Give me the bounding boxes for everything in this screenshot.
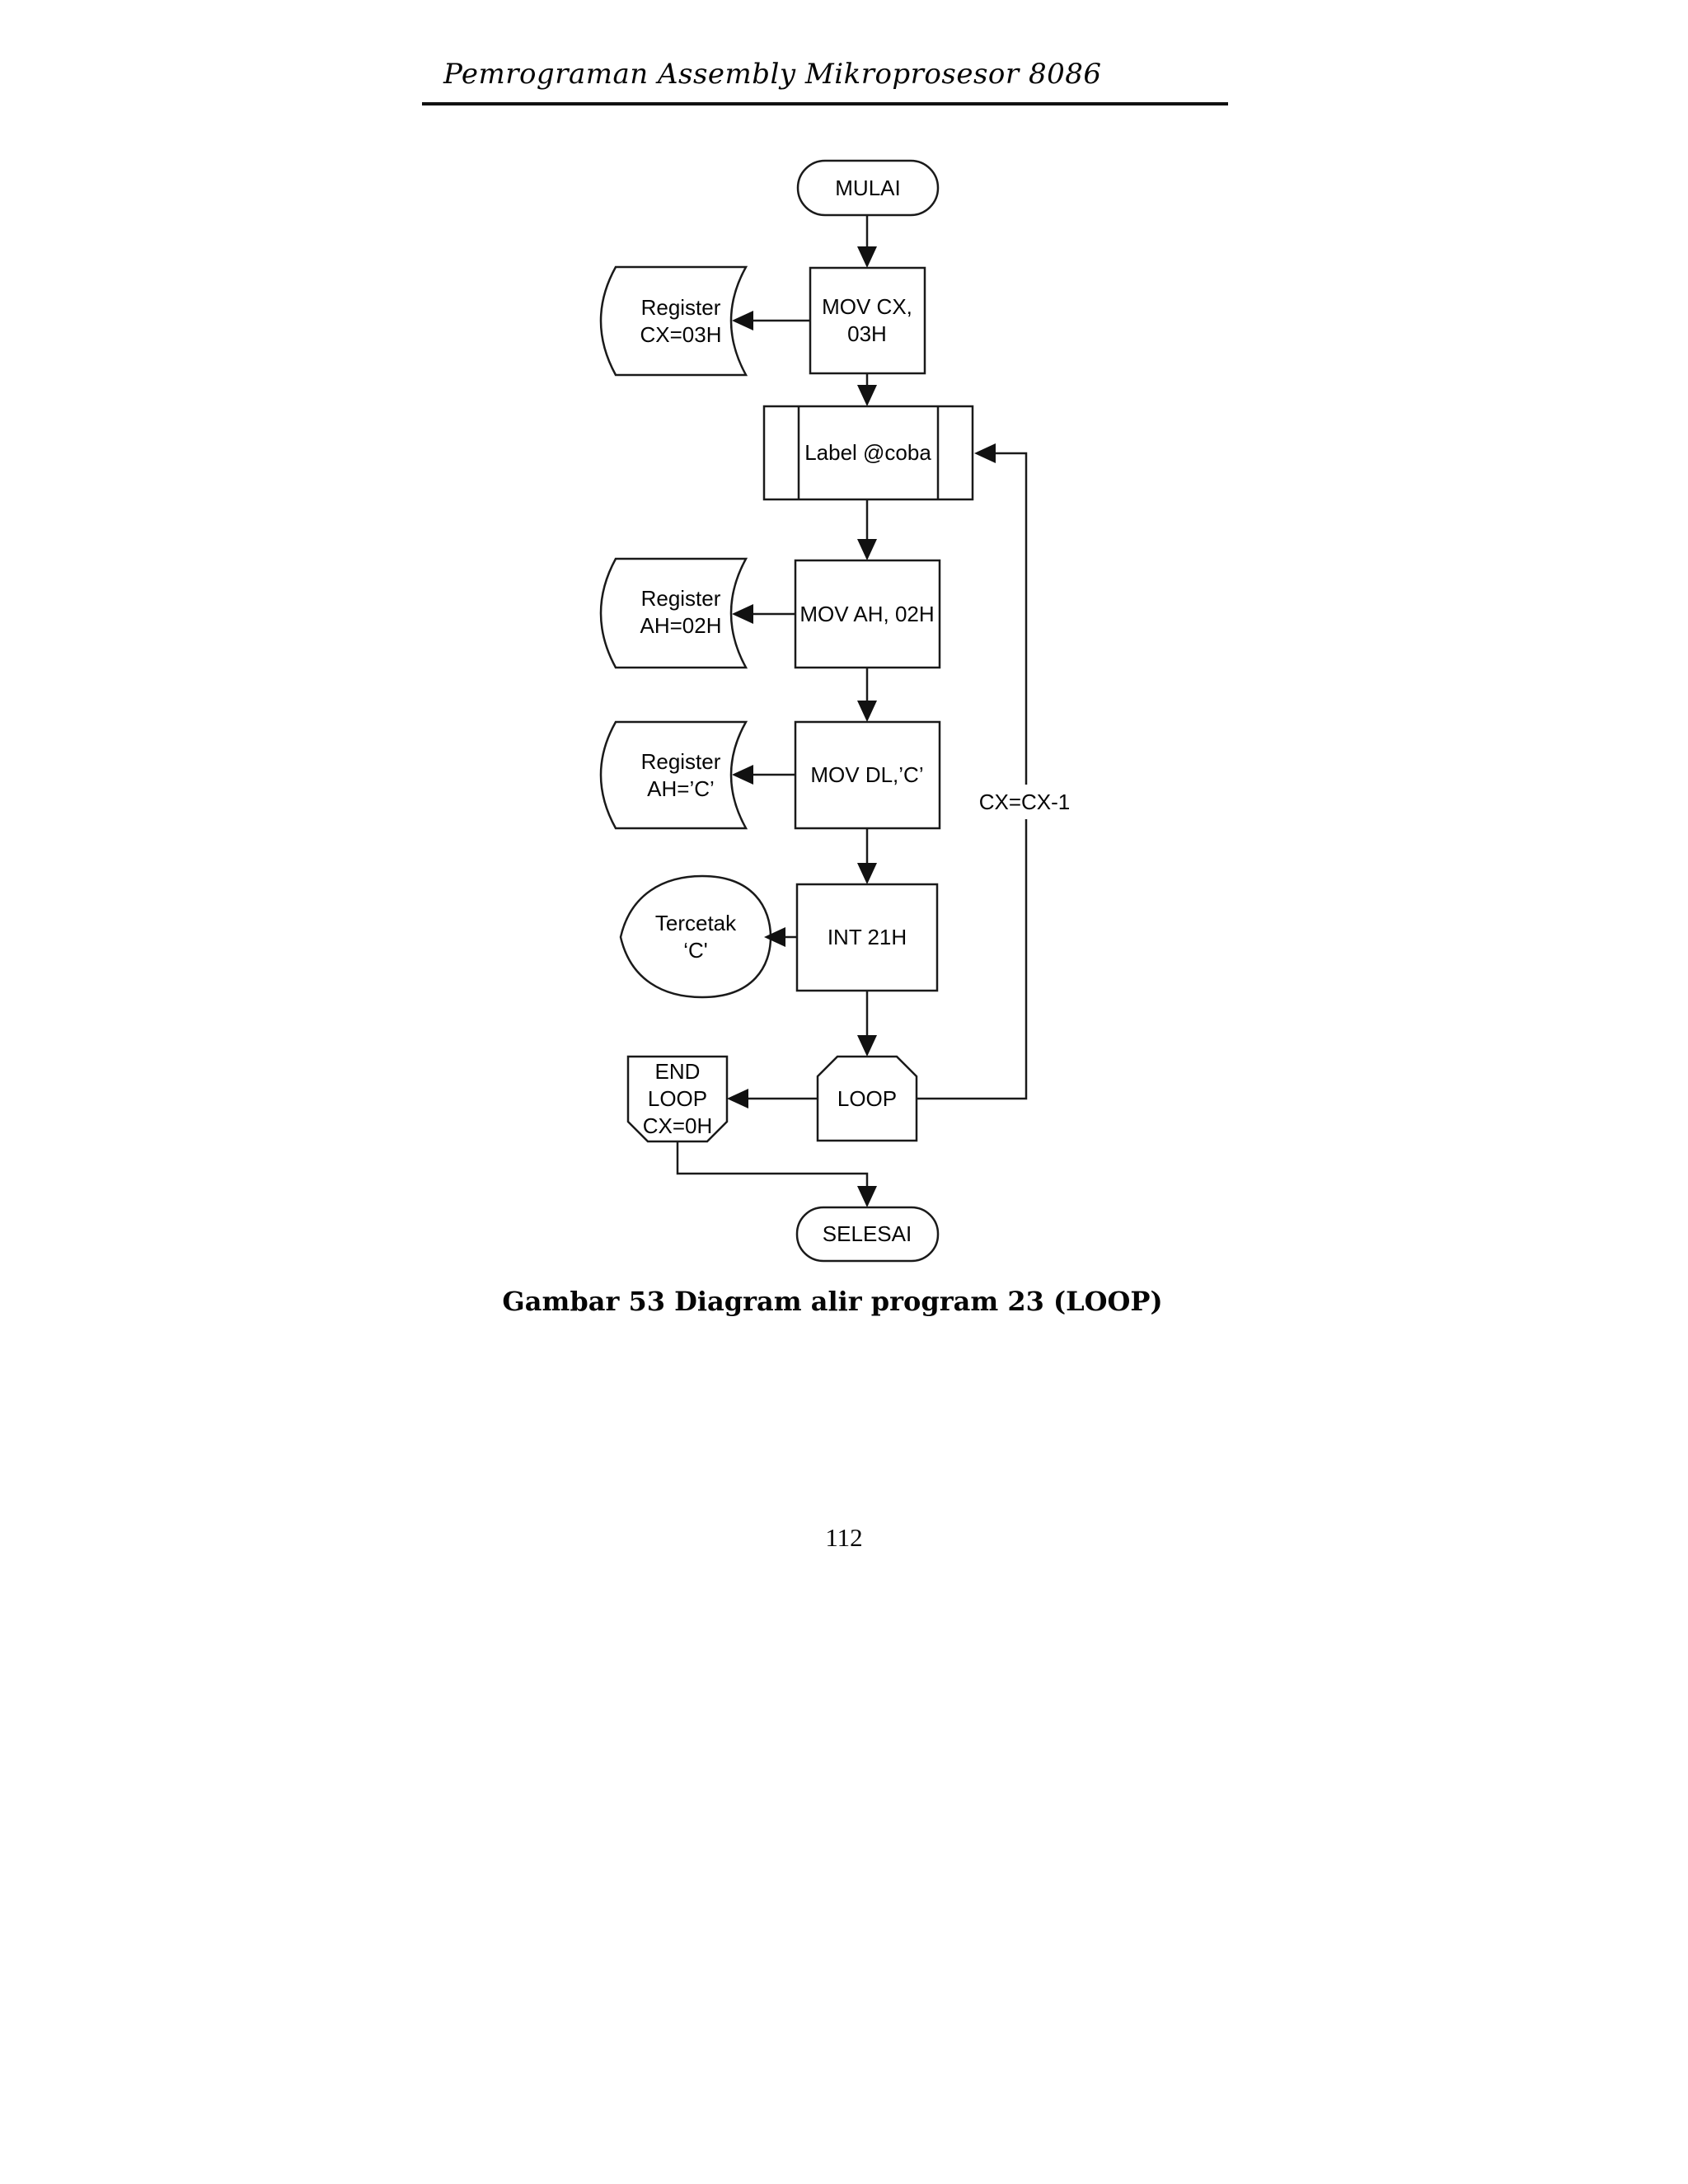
- connector-movdl-int21: [857, 828, 877, 884]
- terminator-selesai-shape: [795, 1206, 940, 1263]
- connector-label-movah: [857, 499, 877, 560]
- loop-limit-shape: [816, 1055, 918, 1142]
- stored-data-regah02-shape: [599, 557, 748, 669]
- label-tercetak: Tercetak ‘C': [654, 910, 737, 963]
- arrowhead-left-icon: [732, 311, 753, 330]
- connector-movah-movdl: [857, 668, 877, 722]
- connector-movcx-label: [857, 373, 877, 406]
- page-header-title: Pemrograman Assembly Mikroprosesor 8086: [443, 58, 1102, 91]
- label-mulai: MULAI: [835, 175, 901, 200]
- arrowhead-down-icon: [857, 539, 877, 560]
- connector-loop-endloop: [727, 1089, 818, 1108]
- connector-int21-tercetak: [764, 927, 797, 947]
- label-register-cx: Register CX=03H: [640, 294, 722, 347]
- process-int21-shape: [795, 883, 939, 992]
- arrowhead-down-icon: [857, 701, 877, 722]
- stored-data-regcx-shape: [599, 265, 748, 377]
- process-movah-shape: [794, 559, 941, 669]
- label-end-loop: END LOOP CX=0H: [642, 1059, 713, 1138]
- connector-loop-feedback: [917, 443, 1028, 1100]
- connector-int21-loop: [857, 991, 877, 1057]
- loop-end-shape: [626, 1055, 729, 1143]
- header-rule: [422, 102, 1228, 105]
- arrowhead-into-label-coba-icon: [974, 443, 996, 463]
- arrowhead-left-icon: [732, 604, 753, 624]
- arrowhead-down-icon: [857, 1186, 877, 1207]
- label-mov-dl: MOV DL,’C’: [810, 762, 924, 787]
- connector-movdl-regahc: [732, 765, 795, 785]
- label-label-coba: Label @coba: [804, 440, 931, 465]
- label-selesai: SELESAI: [822, 1221, 912, 1246]
- label-register-ah02: Register AH=02H: [640, 586, 722, 638]
- arrowhead-left-icon: [732, 765, 753, 785]
- stored-data-regahc-shape: [599, 720, 748, 830]
- arrowhead-down-icon: [857, 385, 877, 406]
- label-mov-cx: MOV CX, 03H: [822, 294, 912, 346]
- arrowhead-left-icon: [764, 927, 785, 947]
- arrowhead-left-icon: [727, 1089, 748, 1108]
- label-mov-ah: MOV AH, 02H: [799, 601, 935, 626]
- connector-mulai-movcx: [857, 215, 877, 268]
- connector-movcx-regcx: [732, 311, 810, 330]
- arrowhead-down-icon: [857, 1035, 877, 1057]
- loop-decrement-annotation: CX=CX-1: [967, 785, 1082, 819]
- connector-endloop-selesai: [676, 1141, 877, 1207]
- label-register-ahc: Register AH=’C’: [640, 748, 721, 801]
- connector-movah-regah: [732, 604, 795, 624]
- arrowhead-down-icon: [857, 863, 877, 884]
- arrowhead-down-icon: [857, 246, 877, 268]
- label-int21: INT 21H: [827, 925, 907, 949]
- figure-caption: Gambar 53 Diagram alir program 23 (LOOP): [502, 1286, 1163, 1317]
- label-loop: LOOP: [837, 1085, 898, 1111]
- page-number: 112: [825, 1523, 863, 1552]
- predefined-process-label-coba-shape: [762, 405, 974, 501]
